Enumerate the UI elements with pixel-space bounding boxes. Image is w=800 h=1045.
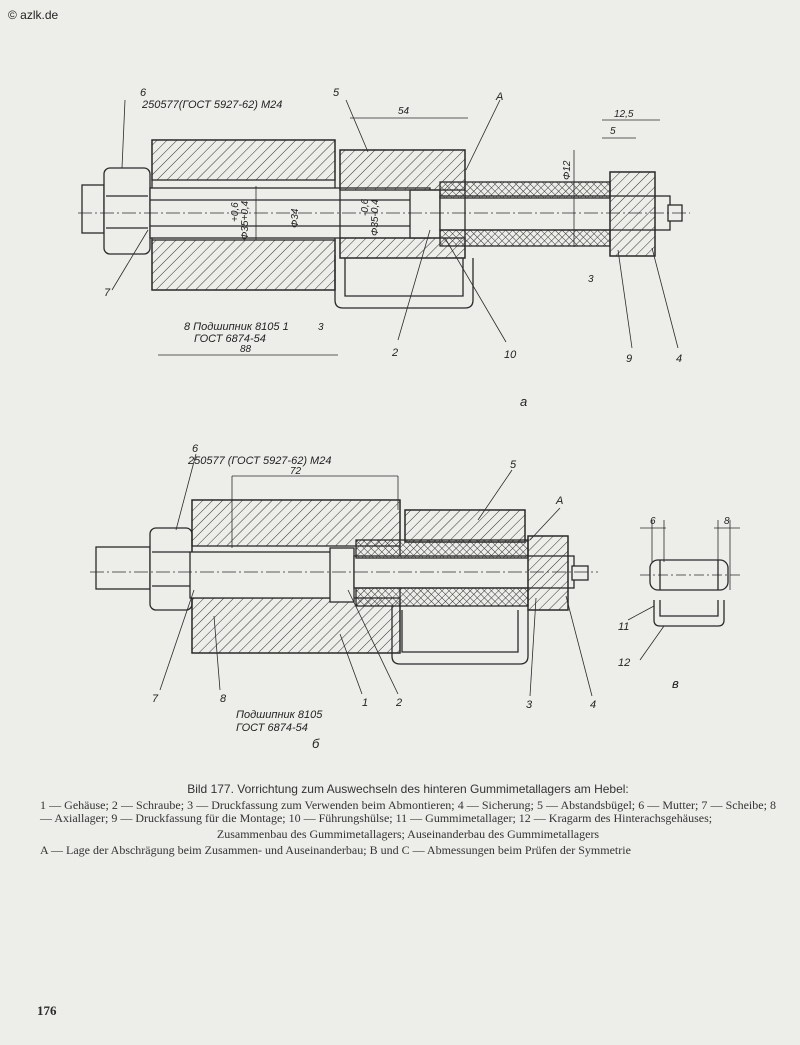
rubber-bush-a: [439, 181, 611, 247]
caption-legend: 1 — Gehäuse; 2 — Schraube; 3 — Druckfass…: [40, 798, 776, 825]
dim-12-5: 12,5: [614, 109, 634, 120]
part-label-4-b: 4: [590, 699, 596, 711]
dim-3b: 3: [588, 274, 594, 285]
part-label-6-b: 6: [192, 443, 199, 455]
dim-phi35b-tol: -0,6: [360, 198, 371, 216]
part-label-A-b: А: [555, 495, 563, 507]
dim-72: 72: [290, 466, 302, 477]
part-label-7-b: 7: [152, 693, 159, 705]
part-label-5-a: 5: [333, 87, 340, 99]
page-number: 176: [37, 1003, 57, 1018]
part-label-9-a: 9: [626, 353, 632, 365]
part-label-7-a: 7: [104, 287, 111, 299]
dim-6-c: 6: [650, 516, 656, 527]
part-label-11-c: 11: [618, 621, 629, 633]
bearing-line1-a: 8 Подшипник 8105 1: [184, 321, 289, 333]
dim-phi12: Φ12: [562, 160, 573, 180]
part-label-6-a: 6: [140, 87, 147, 99]
part-label-1-b: 1: [362, 697, 368, 709]
bearing-line1-b: Подшипник 8105: [236, 709, 323, 721]
bearing-line2-b: ГОСТ 6874-54: [236, 722, 308, 734]
watermark: © azlk.de: [8, 8, 59, 22]
dim-phi35a: Φ35+0,4: [240, 200, 251, 240]
figure-caption: Bild 177. Vorrichtung zum Auswechseln de…: [40, 783, 776, 860]
figure-label-b: б: [312, 736, 320, 751]
part-label-5-b: 5: [510, 459, 517, 471]
spacer-a: [339, 149, 466, 259]
part-label-A-a: А: [495, 91, 503, 103]
part-label-4-a: 4: [676, 353, 682, 365]
bracket-u-inner-a: [344, 258, 464, 297]
dim-8-c: 8: [724, 516, 730, 527]
dim-3a: 3: [318, 322, 324, 333]
figure-a: [78, 99, 690, 356]
nut-a: [81, 167, 151, 255]
figure-c: [627, 520, 740, 661]
part-label-12-c: 12: [618, 657, 630, 669]
dim-54: 54: [398, 106, 410, 117]
dim-5: 5: [610, 126, 616, 137]
figure-b: [90, 453, 598, 697]
caption-title: Bild 177. Vorrichtung zum Auswechseln de…: [187, 782, 629, 796]
bearing-line2-a: ГОСТ 6874-54: [194, 333, 266, 345]
part-label-8-b: 8: [220, 693, 227, 705]
dim-phi35b: Φ35-0,4: [370, 199, 381, 236]
part-label-2-b: 2: [395, 697, 402, 709]
spec-label-b: 250577 (ГОСТ 5927-62) М24: [187, 455, 331, 467]
dim-88: 88: [240, 344, 252, 355]
figure-label-a: a: [520, 394, 527, 409]
part-label-3-b: 3: [526, 699, 533, 711]
dim-phi34: Φ34: [290, 208, 301, 228]
technical-drawing: 6 250577(ГОСТ 5927-62) М24 5 А 54 12,5 5…: [78, 87, 740, 751]
bracket-u-a: [334, 255, 474, 309]
figure-label-c: в: [672, 676, 679, 691]
spec-label-a: 250577(ГОСТ 5927-62) М24: [141, 99, 282, 111]
caption-line2: Zusammenbau des Gummimetallagers; Ausein…: [216, 827, 600, 841]
caption-line3: A — Lage der Abschrägung beim Zusammen- …: [40, 843, 631, 857]
cap-a: [609, 171, 656, 257]
dim-phi35a-tol: +0,6: [230, 202, 241, 222]
part-label-2-a: 2: [391, 347, 398, 359]
part-label-10-a: 10: [504, 349, 517, 361]
